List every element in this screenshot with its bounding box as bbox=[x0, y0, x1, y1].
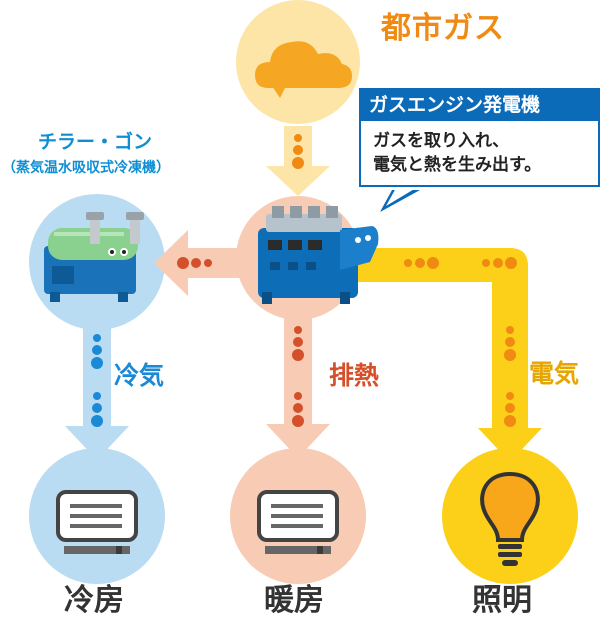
gas-arrow bbox=[266, 126, 330, 196]
cloud-icon bbox=[255, 41, 352, 98]
engine-callout: ガスエンジン発電機 ガスを取り入れ、 電気と熱を生み出す。 bbox=[359, 88, 600, 187]
flow-label-cold: 冷気 bbox=[114, 361, 165, 390]
air-conditioner-icon bbox=[257, 490, 339, 554]
air-conditioner-icon bbox=[56, 490, 138, 554]
engine-desc-line1: ガスを取り入れ、 bbox=[373, 131, 510, 151]
output-label-heating: 暖房 bbox=[264, 583, 324, 618]
flow-label-power: 電気 bbox=[529, 359, 580, 388]
output-label-lighting: 照明 bbox=[472, 583, 532, 618]
heat-to-chiller-arrow bbox=[154, 230, 242, 296]
chiller-title: チラー・ゴン bbox=[38, 131, 153, 153]
gas-engine-icon bbox=[258, 206, 379, 304]
cold-down-arrow bbox=[65, 326, 129, 460]
chiller-subtitle: （蒸気温水吸収式冷凍機） bbox=[2, 160, 170, 176]
engine-callout-body: ガスを取り入れ、 電気と熱を生み出す。 bbox=[359, 121, 600, 187]
heat-down-arrow bbox=[266, 318, 330, 458]
power-arrow bbox=[352, 248, 542, 462]
light-bulb-icon bbox=[480, 471, 540, 566]
output-label-cooling: 冷房 bbox=[64, 583, 124, 618]
chiller-machine-icon bbox=[44, 212, 144, 302]
city-gas-label: 都市ガス bbox=[381, 11, 505, 46]
bubble-pointer bbox=[380, 190, 420, 212]
engine-callout-title: ガスエンジン発電機 bbox=[359, 88, 600, 121]
engine-desc-line2: 電気と熱を生み出す。 bbox=[373, 155, 542, 175]
flow-label-heat: 排熱 bbox=[329, 361, 380, 390]
